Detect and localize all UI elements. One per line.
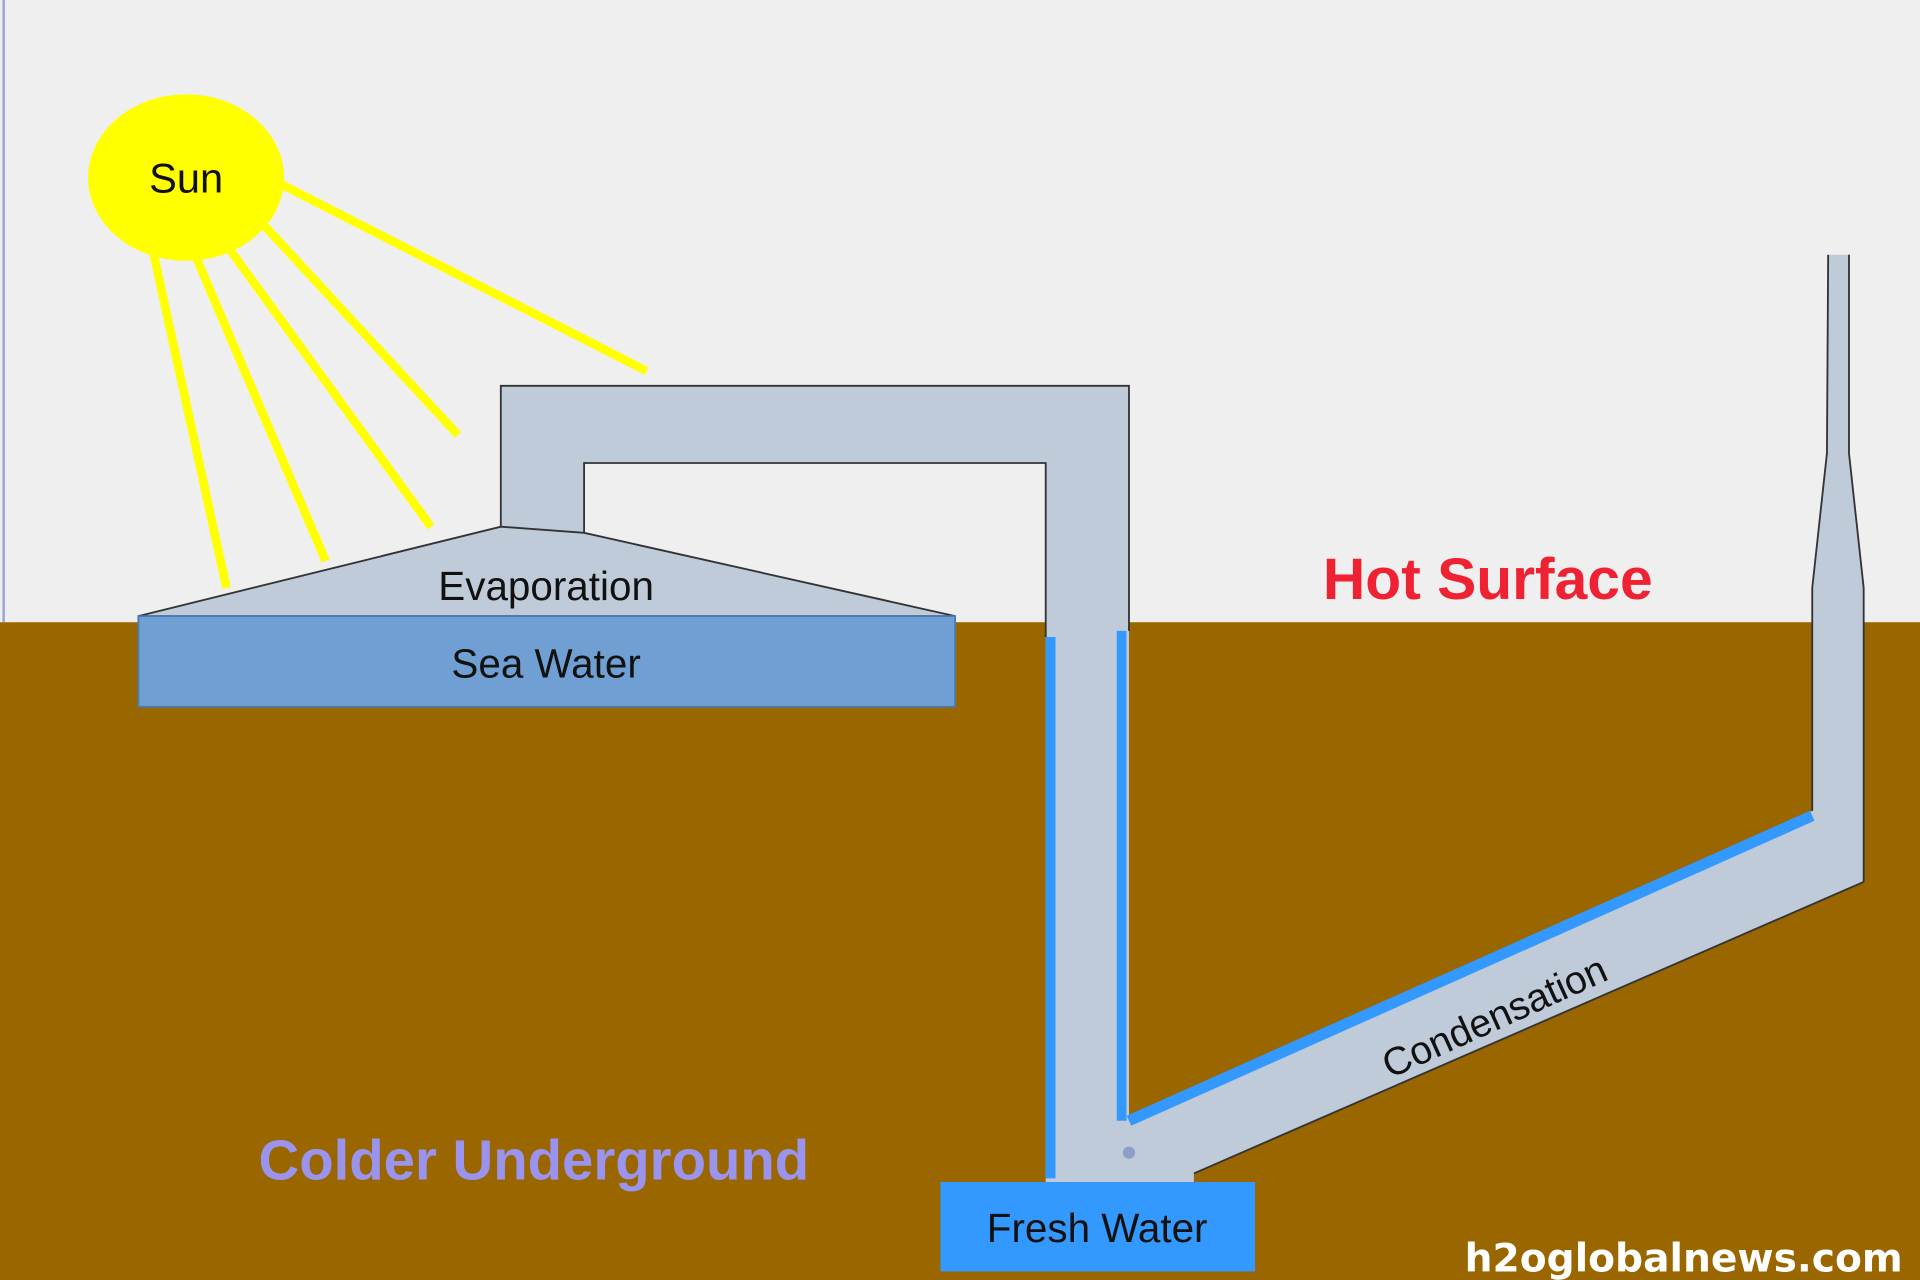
hot-surface-label: Hot Surface <box>1323 547 1653 612</box>
pipe-outline <box>499 254 1865 1175</box>
fresh-water-tank <box>940 1182 1256 1272</box>
sun-ray <box>273 177 649 375</box>
sun-ray <box>256 217 462 438</box>
condensate-film <box>1045 630 1815 1179</box>
sea-water-label: Sea Water <box>451 640 640 686</box>
sun-rays <box>148 177 649 589</box>
evaporation-label: Evaporation <box>438 563 654 609</box>
sun <box>88 94 285 261</box>
sun-ray <box>223 242 435 530</box>
sea-water-basin <box>137 615 957 708</box>
fresh-water-label: Fresh Water <box>987 1205 1208 1251</box>
drip <box>1122 1146 1136 1159</box>
colder-underground-label: Colder Underground <box>259 1129 810 1192</box>
sky <box>0 0 1920 623</box>
sun-ray <box>189 249 330 563</box>
watermark: h2oglobalnews.com <box>1465 1236 1903 1280</box>
sun-label: Sun <box>149 154 223 201</box>
sun-ray <box>148 250 231 589</box>
